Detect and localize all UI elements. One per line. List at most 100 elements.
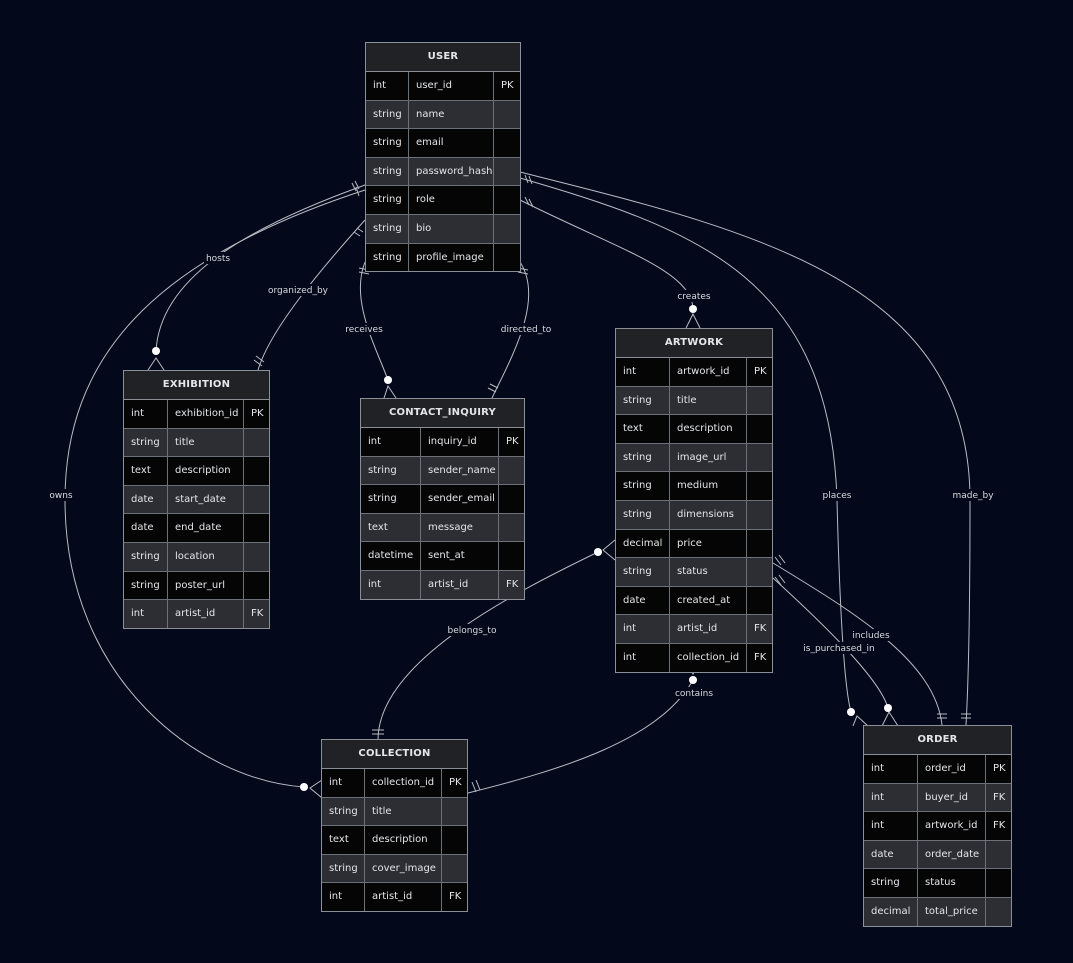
one-marker-user-places: [524, 174, 533, 185]
entity-title: EXHIBITION: [124, 371, 269, 400]
attribute-name: cover_image: [364, 854, 441, 883]
attribute-key: [498, 485, 524, 513]
attribute-name: email: [408, 129, 493, 157]
entity-title: ORDER: [864, 726, 1011, 755]
label-creates: creates: [677, 292, 711, 302]
attribute-type: int: [871, 820, 885, 832]
many-marker-exhibition: [147, 357, 165, 371]
attribute-type: string: [623, 508, 652, 520]
one-marker-order-d: [961, 713, 971, 719]
attribute-name: title: [669, 386, 746, 415]
attribute-row: string title: [322, 796, 467, 826]
attribute-type: string: [373, 194, 402, 206]
one-marker-user-owns: [355, 186, 360, 197]
edge-hosts: [155, 184, 366, 352]
attribute-type: int: [373, 80, 387, 91]
attribute-name: buyer_id: [917, 783, 985, 812]
attribute-type: datetime: [368, 550, 414, 562]
many-marker-inquiry: [383, 384, 397, 399]
attribute-type: date: [623, 594, 646, 606]
attribute-type: string: [623, 451, 652, 463]
attribute-type: int: [329, 891, 343, 903]
attribute-name: name: [408, 100, 493, 129]
attribute-key: [498, 456, 524, 485]
attribute-row: string name: [366, 99, 520, 129]
attribute-key: [746, 386, 772, 415]
label-contains: contains: [675, 689, 713, 699]
attribute-type: string: [368, 464, 397, 476]
attribute-key: [746, 529, 772, 558]
attribute-key: [498, 542, 524, 570]
one-marker-inquiry: [487, 383, 499, 393]
entity-title: COLLECTION: [322, 740, 467, 769]
attribute-type: date: [871, 848, 894, 860]
attribute-type: int: [368, 578, 382, 590]
label-includes: includes: [852, 631, 890, 641]
attribute-name: exhibition_id: [167, 400, 243, 428]
attribute-type: date: [131, 522, 154, 534]
attribute-name: status: [669, 558, 746, 586]
label-organized-by: organized_by: [268, 286, 329, 296]
attribute-type: string: [329, 805, 358, 817]
cardinality-markers: [147, 174, 971, 799]
zero-circle-order-a: [847, 708, 855, 716]
attribute-name: artist_id: [669, 615, 746, 643]
attribute-key: [493, 100, 520, 129]
attribute-key: PK: [746, 358, 772, 386]
one-marker-collection-top: [372, 729, 384, 735]
many-marker-artwork-left: [602, 539, 616, 561]
attribute-name: password_hash: [408, 157, 493, 186]
attribute-key: FK: [746, 615, 772, 643]
attribute-type: text: [623, 423, 643, 435]
attribute-type: string: [368, 493, 397, 505]
attribute-type: string: [131, 579, 160, 591]
zero-circle-inquiry: [384, 376, 392, 384]
attribute-key: [746, 500, 772, 529]
attribute-name: artwork_id: [669, 358, 746, 386]
label-owns: owns: [49, 491, 73, 501]
attribute-name: artist_id: [167, 600, 243, 628]
attribute-name: message: [420, 513, 498, 542]
attribute-name: title: [167, 428, 243, 457]
zero-circle-artwork-top: [689, 305, 697, 313]
attribute-name: location: [167, 542, 243, 571]
attribute-name: user_id: [408, 72, 493, 100]
attribute-type: date: [131, 493, 154, 505]
attribute-key: [493, 186, 520, 214]
attribute-name: status: [917, 869, 985, 897]
attribute-type: decimal: [871, 905, 911, 917]
attribute-key: PK: [985, 755, 1011, 783]
attribute-type: int: [368, 436, 382, 447]
attribute-name: poster_url: [167, 571, 243, 600]
attribute-name: title: [364, 797, 441, 826]
attribute-key: [243, 428, 269, 457]
attribute-type: string: [373, 108, 402, 120]
attribute-type: string: [373, 222, 402, 234]
attribute-name: inquiry_id: [420, 428, 498, 456]
attribute-type: string: [373, 251, 402, 263]
attribute-key: [243, 571, 269, 600]
